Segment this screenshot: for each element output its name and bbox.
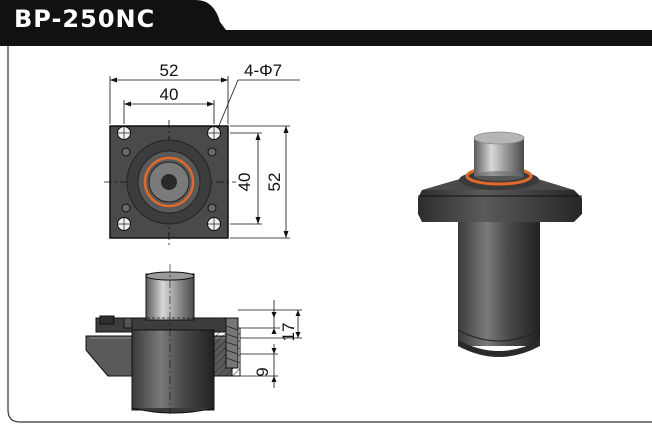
page-title: BP-250NC <box>14 5 156 33</box>
dim-width-outer: 52 <box>160 61 179 80</box>
accent-ring <box>143 156 195 208</box>
top-view: 52 40 4-Φ7 40 52 <box>104 61 300 246</box>
dim-height-outer: 52 <box>265 173 284 192</box>
dim-17: 17 <box>279 323 298 342</box>
dim-height-inner: 40 <box>235 173 254 192</box>
mounting-hole-icon <box>117 126 221 231</box>
title-bar: BP-250NC <box>0 0 652 46</box>
product-render <box>418 131 582 357</box>
dim-9: 9 <box>253 367 272 376</box>
title-tab-shape <box>0 0 652 46</box>
dim-width-inner: 40 <box>160 85 179 104</box>
dim-hole-callout: 4-Φ7 <box>244 61 282 80</box>
side-view: 17 9 <box>85 264 302 414</box>
content-frame <box>7 46 652 423</box>
